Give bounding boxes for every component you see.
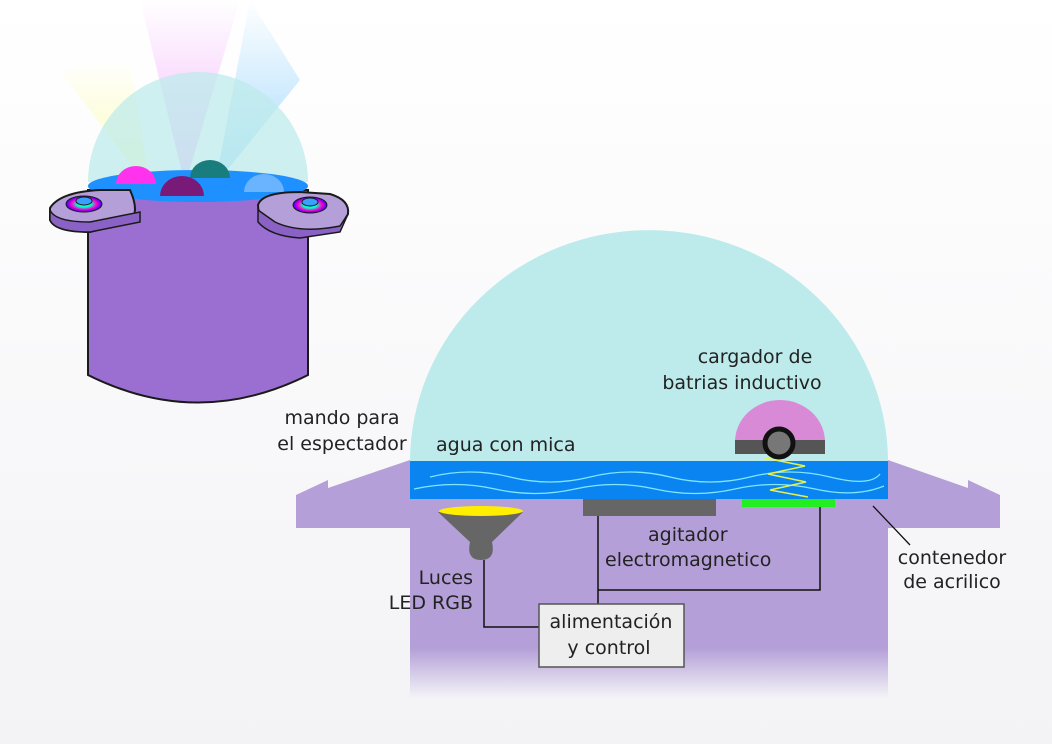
left-flange — [296, 460, 410, 528]
water-label: agua con mica — [436, 434, 575, 456]
led-dome-purple — [160, 176, 204, 196]
led-dome-teal — [190, 160, 230, 178]
led-bulb — [469, 542, 493, 560]
led-lens — [439, 506, 523, 516]
wave-line-1 — [429, 471, 881, 483]
stirrer-plate — [583, 499, 716, 516]
remote-label-line1: mando para — [284, 407, 399, 429]
lights-label-line1: Luces — [419, 567, 473, 589]
wire-led — [483, 560, 540, 628]
wave-line-2 — [413, 483, 885, 495]
charger-dome — [735, 400, 825, 442]
inductive-coil-zigzag — [764, 457, 809, 498]
stirrer-label-line1: agitador — [648, 524, 728, 546]
left-rgb-button-cap — [75, 196, 93, 206]
device-illustration — [49, 0, 350, 404]
labels: cargador de batrias inductivo mando para… — [277, 346, 1006, 659]
charger-pad — [742, 499, 835, 507]
charger-label-line2: batrias inductivo — [662, 372, 821, 394]
water-layer — [410, 461, 888, 499]
cross-section — [296, 230, 1000, 698]
charger-coil-ring — [762, 426, 796, 460]
led-dome-magenta — [116, 166, 156, 184]
left-wing-front — [49, 209, 141, 233]
container-leader-line — [872, 505, 911, 546]
power-label-line1: alimentación — [550, 611, 673, 633]
stirrer-label-line2: electromagnetico — [605, 549, 771, 571]
right-flange — [888, 460, 1000, 528]
small-body — [87, 189, 309, 404]
led-reflector — [438, 512, 523, 542]
right-wing-front — [257, 208, 349, 239]
right-rgb-button-cap — [301, 197, 319, 207]
remote-label-line2: el espectador — [277, 433, 407, 455]
container-label-line2: de acrilico — [903, 571, 1001, 593]
power-label-line2: y control — [567, 637, 650, 659]
led-dome-light-blue — [244, 174, 284, 192]
lights-label-line2: LED RGB — [389, 592, 473, 614]
container-label-line1: contenedor — [898, 547, 1007, 569]
charger-label-line1: cargador de — [698, 346, 813, 368]
wire-charger — [598, 507, 821, 591]
power-control-box — [538, 603, 685, 668]
small-dome — [88, 72, 308, 182]
